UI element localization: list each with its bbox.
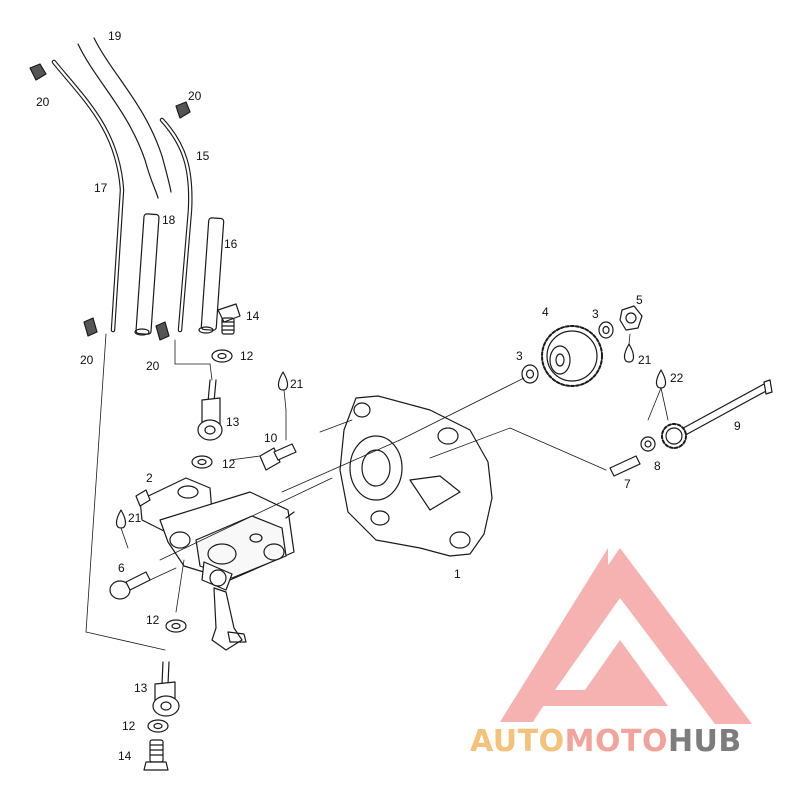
part-label-2: 2 — [146, 471, 153, 485]
tube-16 — [198, 217, 225, 334]
watermark-word-auto: AUTO — [470, 724, 565, 759]
hose-15 — [159, 117, 193, 333]
part-label-21: 21 — [128, 511, 142, 525]
clip-20-icon — [29, 63, 191, 341]
part-label-12: 12 — [146, 613, 160, 627]
washer-3 — [521, 321, 614, 384]
oil-pump-2 — [135, 477, 295, 651]
part-label-12: 12 — [240, 349, 254, 363]
bolt-10 — [259, 443, 297, 471]
nut-5 — [619, 305, 643, 331]
hose-17 — [51, 59, 125, 333]
part-label-4: 4 — [542, 305, 549, 319]
part-label-13: 13 — [226, 415, 240, 429]
hose-19 — [77, 37, 172, 199]
part-label-12: 12 — [222, 457, 236, 471]
watermark-word-hub: HUB — [667, 724, 742, 759]
part-label-21: 21 — [638, 353, 652, 367]
banjo-fitting-13-lower — [152, 661, 180, 717]
part-label-6: 6 — [118, 561, 125, 575]
part-label-19: 19 — [108, 29, 122, 43]
part-label-21: 21 — [290, 377, 304, 391]
washer-8 — [640, 436, 656, 452]
part-label-20: 20 — [146, 359, 160, 373]
pin-7 — [609, 455, 641, 477]
housing-cover-1 — [339, 395, 493, 557]
part-label-16: 16 — [224, 237, 238, 251]
part-label-9: 9 — [734, 419, 741, 433]
part-label-3: 3 — [516, 349, 523, 363]
part-label-14: 14 — [118, 749, 132, 763]
part-label-3: 3 — [592, 307, 599, 321]
shaft-9 — [661, 379, 773, 449]
part-label-17: 17 — [94, 181, 108, 195]
bolt-14-lower — [143, 739, 169, 771]
part-label-12: 12 — [122, 719, 136, 733]
part-label-18: 18 — [162, 213, 176, 227]
part-label-22: 22 — [670, 371, 684, 385]
part-label-20: 20 — [80, 353, 94, 367]
washer-12 — [147, 349, 233, 733]
watermark-word-moto: MOTO — [564, 724, 668, 759]
part-label-1: 1 — [454, 567, 461, 581]
part-label-10: 10 — [264, 431, 278, 445]
banjo-bolt-14 — [217, 303, 241, 335]
banjo-fitting-13 — [197, 379, 223, 441]
part-label-5: 5 — [636, 293, 643, 307]
watermark-text: AUTOMOTOHUB — [470, 724, 742, 759]
watermark-logo-icon — [500, 548, 752, 724]
part-label-8: 8 — [654, 459, 661, 473]
gear-4 — [541, 325, 603, 387]
part-label-7: 7 — [624, 477, 631, 491]
part-label-15: 15 — [196, 149, 210, 163]
part-label-20: 20 — [188, 89, 202, 103]
leader-lines — [85, 333, 669, 651]
part-label-13: 13 — [134, 681, 148, 695]
part-label-14: 14 — [246, 309, 260, 323]
part-label-20: 20 — [36, 95, 50, 109]
bolt-6 — [109, 571, 151, 600]
tube-18 — [134, 213, 160, 336]
